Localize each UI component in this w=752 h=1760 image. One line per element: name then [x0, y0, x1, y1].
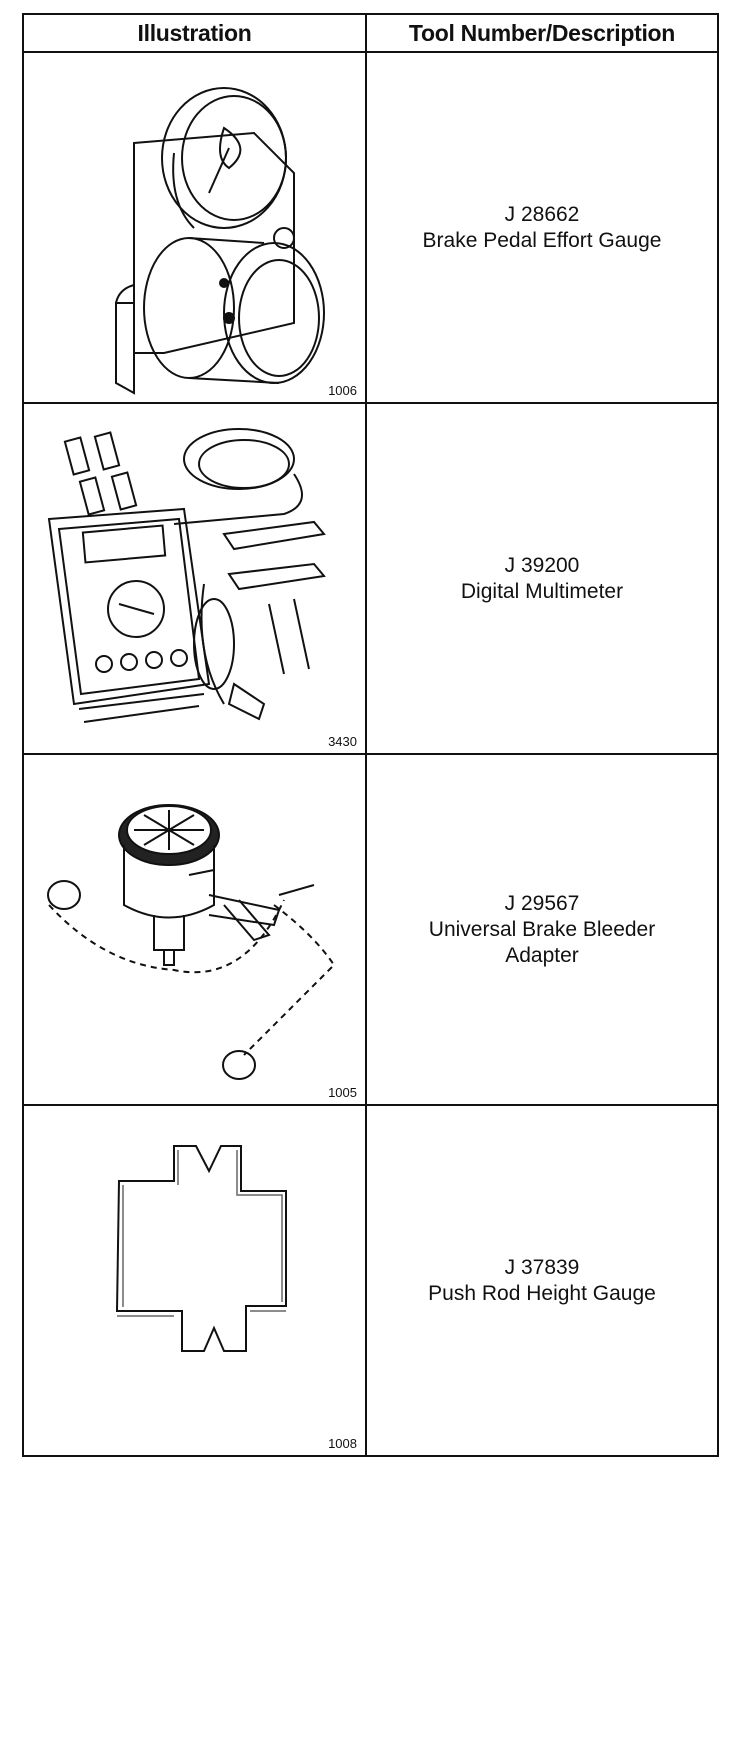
figure-number: 1005 — [328, 1085, 357, 1100]
table-row: 1005 J 29567 Universal Brake Bleeder Ada… — [22, 753, 719, 1106]
tool-description: Universal Brake Bleeder — [428, 917, 656, 941]
tool-description: Digital Multimeter — [460, 579, 624, 603]
illustration-cell: 1005 — [22, 753, 367, 1106]
illustration-cell: 1008 — [22, 1104, 367, 1457]
tool-number: J 37839 — [504, 1255, 580, 1279]
figure-number: 3430 — [328, 734, 357, 749]
tool-description-cell: J 39200 Digital Multimeter — [365, 402, 719, 755]
tool-description-cell: J 28662 Brake Pedal Effort Gauge — [365, 51, 719, 404]
tool-description: Brake Pedal Effort Gauge — [422, 228, 662, 252]
table-row: 1008 J 37839 Push Rod Height Gauge — [22, 1104, 719, 1457]
table-row: 3430 J 39200 Digital Multimeter — [22, 402, 719, 755]
tool-number: J 29567 — [504, 891, 580, 915]
tool-number: J 28662 — [504, 202, 580, 226]
tool-number: J 39200 — [504, 553, 580, 577]
illustration-cell: 1006 — [22, 51, 367, 404]
header-illustration: Illustration — [22, 13, 367, 53]
special-tools-table: Illustration Tool Number/Description — [22, 13, 719, 1457]
tool-description-line-2: Adapter — [505, 943, 579, 967]
table-row: 1006 J 28662 Brake Pedal Effort Gauge — [22, 51, 719, 404]
brake-pedal-effort-gauge-illustration — [115, 87, 325, 395]
figure-number: 1006 — [328, 383, 357, 398]
push-rod-height-gauge-illustration — [115, 1145, 287, 1352]
header-tool-number: Tool Number/Description — [365, 13, 719, 53]
tool-description-cell: J 37839 Push Rod Height Gauge — [365, 1104, 719, 1457]
figure-number: 1008 — [328, 1436, 357, 1451]
illustration-cell: 3430 — [22, 402, 367, 755]
brake-bleeder-adapter-illustration — [47, 804, 336, 1080]
digital-multimeter-illustration — [47, 428, 326, 723]
tool-description-cell: J 29567 Universal Brake Bleeder Adapter — [365, 753, 719, 1106]
tool-description: Push Rod Height Gauge — [428, 1281, 656, 1305]
table-header-row: Illustration Tool Number/Description — [22, 13, 719, 53]
